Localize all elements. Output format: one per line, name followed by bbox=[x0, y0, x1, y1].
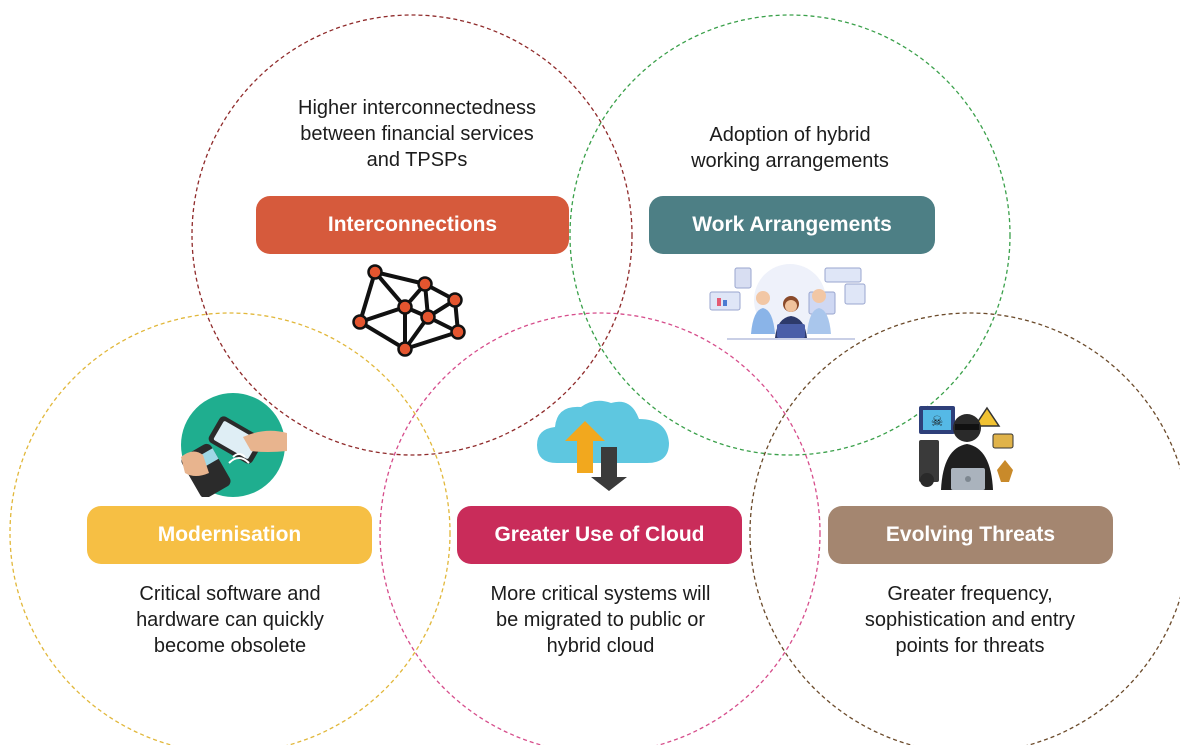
ring-modernisation bbox=[9, 312, 451, 745]
ring-interconnections bbox=[191, 14, 633, 456]
interconnections-label: Interconnections bbox=[256, 196, 569, 254]
remote-workers-icon bbox=[709, 264, 866, 340]
greater-use-of-cloud-description: More critical systems will be migrated t… bbox=[490, 583, 711, 657]
cloud-transfer-icon bbox=[537, 400, 669, 491]
ring-evolving-threats bbox=[749, 312, 1180, 745]
evolving-threats-description: Greater frequency, sophistication and en… bbox=[864, 583, 1076, 657]
contactless-payment-icon bbox=[181, 393, 287, 497]
hacker-icon: ☠ bbox=[919, 406, 1014, 490]
ring-greater-use-of-cloud bbox=[379, 312, 821, 745]
work-arrangements-description: Adoption of hybrid working arrangements bbox=[691, 124, 889, 172]
modernisation-label: Modernisation bbox=[87, 506, 372, 564]
work-arrangements-label: Work Arrangements bbox=[649, 196, 935, 254]
greater-use-of-cloud-label: Greater Use of Cloud bbox=[457, 506, 742, 564]
evolving-threats-label: Evolving Threats bbox=[828, 506, 1113, 564]
ring-work-arrangements bbox=[569, 14, 1011, 456]
modernisation-description: Critical software and hardware can quick… bbox=[136, 583, 324, 657]
network-nodes-icon bbox=[352, 264, 466, 357]
svg-text:☠: ☠ bbox=[931, 414, 944, 430]
interconnections-description: Higher interconnectedness between financ… bbox=[298, 97, 536, 171]
